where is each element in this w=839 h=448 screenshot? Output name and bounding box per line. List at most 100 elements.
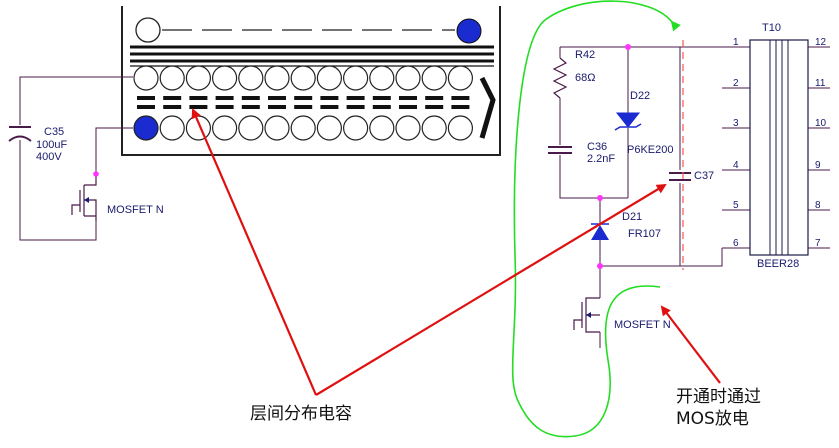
interlayer-dash (346, 105, 365, 109)
discharge-annotation-line2: MOS放电 (676, 409, 749, 429)
winding-dot-bottom (133, 115, 159, 141)
d21-diode-symbol (591, 223, 609, 240)
interlayer-dash (189, 96, 208, 100)
wire-bottom-rail (600, 248, 723, 267)
winding-layer-bottom (133, 115, 473, 141)
winding-turn-top (185, 65, 211, 91)
c37-ref-label: C37 (694, 170, 715, 182)
arrow-to-winding (191, 108, 318, 396)
winding-turn-top (343, 65, 369, 91)
winding-turn-bottom (185, 115, 211, 141)
interlayer-dash (399, 96, 417, 100)
winding-cross-section (121, 6, 501, 156)
interlayer-dash (451, 105, 470, 109)
interlayer-dash (137, 96, 155, 100)
c35-voltage-label: 400V (36, 151, 62, 163)
interlayer-dashes (137, 96, 470, 109)
c35-ref-label: C35 (44, 126, 65, 138)
wire-cap-bottom (19, 140, 97, 241)
interlayer-dash (372, 96, 391, 100)
interlayer-dash (346, 96, 365, 100)
winding-turn-top (212, 65, 238, 91)
d21-part-label: FR107 (628, 228, 662, 240)
d22-part-label: P6KE200 (627, 144, 674, 156)
interlayer-dash (241, 96, 260, 100)
winding-turn-bottom (395, 115, 421, 141)
interlayer-dash (268, 105, 286, 109)
pin-3-label: 3 (733, 118, 739, 129)
winding-turn-bottom (343, 115, 369, 141)
transformer-ref-label: T10 (762, 22, 781, 34)
interlayer-dash (163, 105, 182, 109)
pin-9-label: 9 (815, 160, 821, 171)
winding-turn-top (316, 65, 342, 91)
winding-turn-bottom (447, 115, 473, 141)
pin-4-label: 4 (733, 160, 739, 171)
winding-turn-top (290, 65, 316, 91)
pin-12-label: 12 (815, 37, 827, 48)
interlayer-dash (294, 96, 313, 100)
arrow-to-mosfet (660, 305, 721, 384)
interlayer-dash (189, 105, 208, 109)
mosfet-right-label: MOSFET N (614, 319, 671, 331)
interlayer-dash (425, 96, 444, 100)
right-circuit (548, 46, 830, 348)
winding-turn-bottom (290, 115, 316, 141)
winding-layer-top (133, 65, 473, 91)
winding-turn-bottom (238, 115, 264, 141)
interlayer-dash (425, 105, 444, 109)
pin-7-label: 7 (815, 238, 821, 249)
d22-tvs-symbol (614, 112, 642, 131)
c36-ref-label: C36 (587, 141, 608, 153)
transformer-body (749, 39, 809, 256)
c35-plate-bottom (8, 135, 32, 142)
winding-turn-top (369, 65, 395, 91)
interlayer-dash (399, 105, 417, 109)
winding-turn-bottom (264, 115, 290, 141)
winding-turn-top (238, 65, 264, 91)
wire-c36-down (559, 155, 628, 199)
pin-1-label: 1 (733, 37, 739, 48)
pin-5-label: 5 (733, 200, 739, 211)
interlayer-dash (163, 96, 182, 100)
d22-ref-label: D22 (630, 90, 651, 102)
r42-value-label: 68Ω (575, 72, 596, 84)
pin-2-label: 2 (733, 78, 739, 89)
pin-11-label: 11 (815, 78, 826, 89)
junction-bottom-rail (597, 263, 603, 269)
winding-turn-top (159, 65, 185, 91)
winding-turn-top (133, 65, 159, 91)
r42-resistor (552, 57, 568, 99)
junction-d21-top (597, 195, 603, 201)
interlayer-dash (294, 105, 313, 109)
interlayer-dash (320, 105, 339, 109)
r42-ref-label: R42 (575, 49, 596, 61)
winding-turn-top (447, 65, 473, 91)
pin-8-label: 8 (815, 200, 821, 211)
left-circuit (8, 76, 133, 241)
interlayer-dash (215, 96, 234, 100)
junction-top-rail (625, 44, 631, 50)
d21-ref-label: D21 (622, 211, 643, 223)
transformer-pin-wires (722, 46, 830, 249)
interlayer-dash (451, 96, 470, 100)
interlayer-dash (241, 105, 260, 109)
arrow-to-c37 (315, 183, 667, 396)
mosfet-left-symbol (71, 177, 97, 221)
interlayer-capacitance-annotation: 层间分布电容 (250, 404, 352, 424)
c36-value-label: 2.2nF (587, 153, 616, 165)
discharge-loop-highlight (511, 0, 681, 438)
winding-turn-top (264, 65, 290, 91)
interlayer-dash (137, 105, 155, 109)
interlayer-dash (268, 96, 286, 100)
pin-10-label: 10 (815, 118, 827, 129)
wire-top-left (19, 76, 133, 125)
interlayer-dash (215, 105, 234, 109)
mosfet-left-label: MOSFET N (107, 204, 164, 216)
junction-dot-left (93, 171, 99, 177)
c35-value-label: 100uF (36, 139, 68, 151)
winding-dot-top (456, 18, 482, 44)
winding-turn-bottom (421, 115, 447, 141)
mosfet-left-arrow (84, 197, 89, 203)
